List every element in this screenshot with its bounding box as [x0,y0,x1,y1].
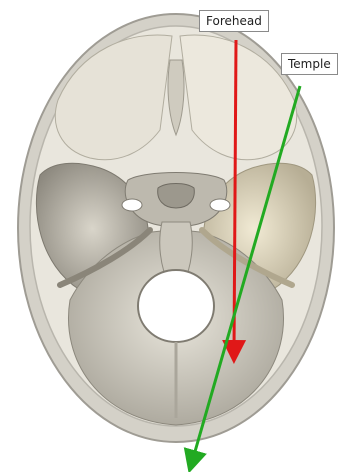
optic-canal-left [122,199,142,211]
forehead-label: Forehead [199,10,269,32]
foramen-magnum [138,270,214,342]
sella-turcica [158,184,195,209]
clivus [160,222,192,272]
temple-label: Temple [281,53,338,75]
optic-canal-right [210,199,230,211]
